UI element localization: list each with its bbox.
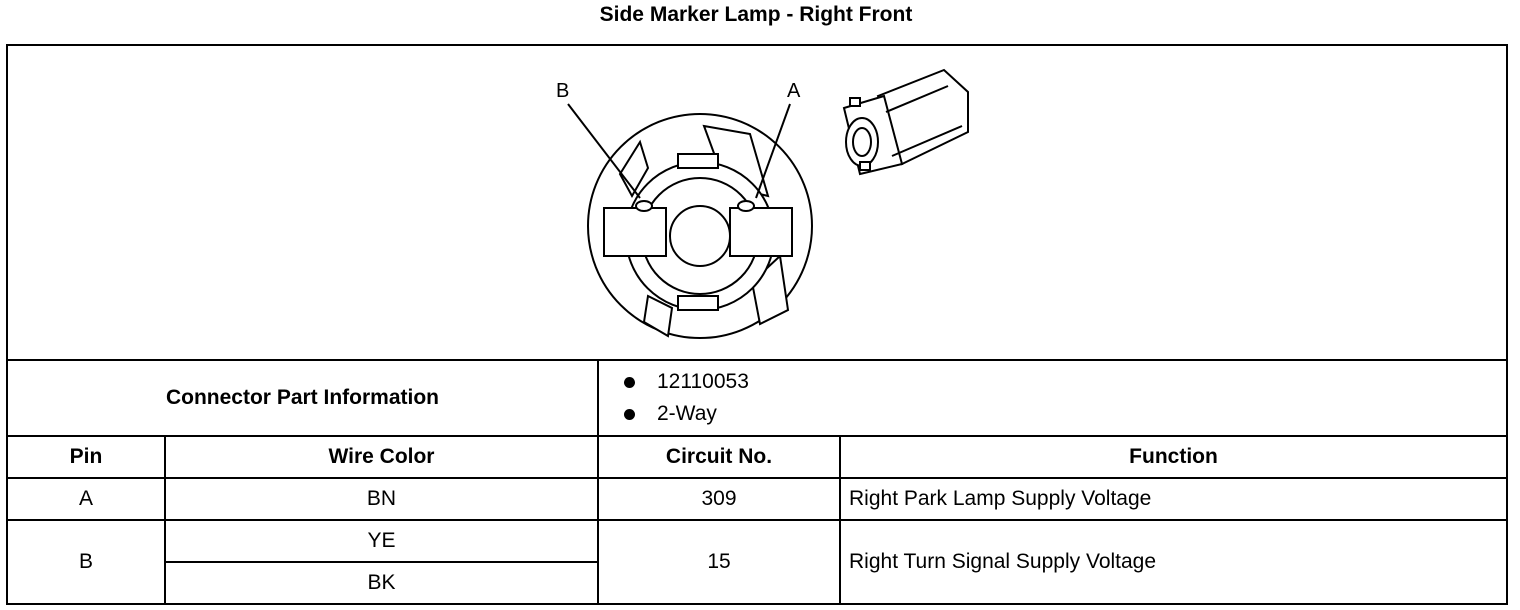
wire-color-cell: BK — [367, 571, 396, 594]
circuit-cell: 15 — [707, 550, 731, 573]
divider — [597, 359, 599, 603]
connector-diagram: B A — [8, 46, 1506, 359]
circuit-cell: 309 — [701, 487, 737, 510]
divider — [839, 435, 841, 603]
bullet-icon — [624, 408, 635, 420]
header-circuit: Circuit No. — [665, 445, 773, 468]
pin-label-b: B — [556, 80, 570, 102]
connector-info-list: 12110053 2-Way — [620, 366, 749, 430]
connector-face-illustration — [567, 68, 969, 339]
wire-color-cell: YE — [367, 529, 396, 552]
connector-side-view — [842, 68, 969, 176]
header-wire-color: Wire Color — [328, 445, 435, 468]
pin-label-a: A — [787, 80, 801, 102]
list-item: 12110053 — [620, 366, 749, 398]
connector-frame: B A Connector Part Information 12110053 … — [6, 44, 1508, 605]
bullet-icon — [624, 376, 635, 388]
page-title: Side Marker Lamp - Right Front — [599, 3, 913, 26]
header-pin: Pin — [69, 445, 103, 468]
function-cell: Right Turn Signal Supply Voltage — [849, 550, 1157, 573]
divider — [8, 359, 1506, 361]
divider — [8, 477, 1506, 479]
connector-info-label: Connector Part Information — [165, 386, 439, 409]
wire-color-cell: BN — [366, 487, 397, 510]
divider — [8, 519, 1506, 521]
function-cell: Right Park Lamp Supply Voltage — [849, 487, 1152, 510]
pin-cell: A — [78, 487, 93, 510]
pin-cell: B — [78, 550, 93, 573]
divider — [164, 435, 166, 603]
divider — [165, 561, 598, 563]
divider — [8, 435, 1506, 437]
list-item: 2-Way — [620, 398, 749, 430]
header-function: Function — [1129, 445, 1218, 468]
